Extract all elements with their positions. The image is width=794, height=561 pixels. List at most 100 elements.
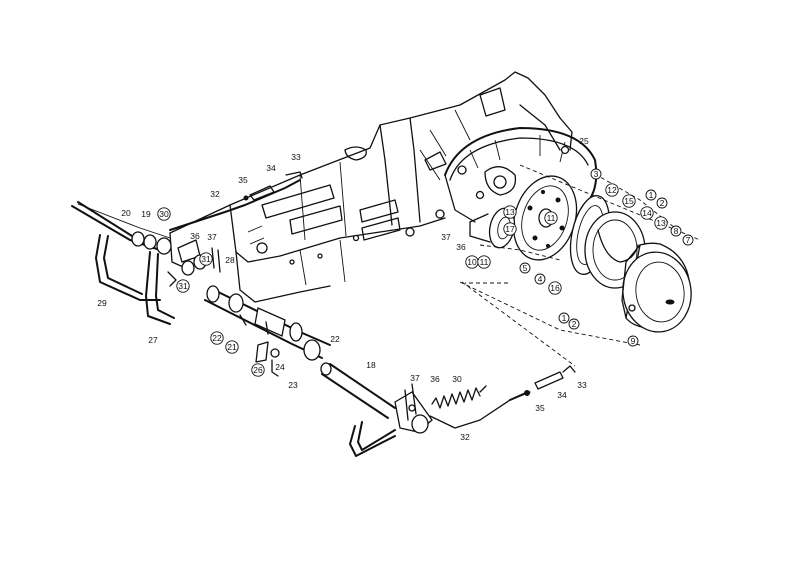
- callout-circle: [640, 206, 654, 220]
- callout-c19: 19: [141, 209, 151, 219]
- callout-number: 1: [562, 313, 567, 323]
- callout-number: 35: [238, 175, 248, 185]
- callout-number: 11: [480, 257, 489, 267]
- callout-number: 31: [201, 254, 211, 264]
- lower-pedal-shaft: [320, 362, 531, 457]
- callout-c10: 10: [465, 255, 479, 269]
- callout-c3: 3: [590, 168, 602, 180]
- callout-circle: [622, 194, 636, 208]
- callout-circle: [568, 318, 580, 330]
- callout-c32b: 32: [460, 432, 470, 442]
- callout-c14: 14: [640, 206, 654, 220]
- callout-number: 25: [579, 136, 589, 146]
- callout-c35a: 35: [238, 175, 248, 185]
- callout-number: 33: [291, 152, 301, 162]
- callout-number: 21: [227, 342, 237, 352]
- callout-circle: [548, 281, 562, 295]
- callout-circle: [654, 216, 668, 230]
- callout-circle: [558, 312, 570, 324]
- callout-c7: 7: [682, 234, 694, 246]
- callout-c37c: 37: [410, 373, 420, 383]
- callout-number: 27: [148, 335, 158, 345]
- callout-c36c: 36: [430, 374, 440, 384]
- callout-number: 33: [577, 380, 587, 390]
- callout-number: 26: [253, 365, 263, 375]
- callout-number: 36: [430, 374, 440, 384]
- callout-number: 29: [97, 298, 107, 308]
- callout-circle: [590, 168, 602, 180]
- callout-circle: [544, 211, 558, 225]
- callout-number: 16: [550, 283, 560, 293]
- callout-number: 18: [366, 360, 376, 370]
- callout-c2a: 2: [656, 197, 668, 209]
- flywheel-drum: [621, 242, 692, 333]
- lower-link-rod: [461, 281, 576, 401]
- callout-circle: [225, 340, 239, 354]
- callout-circle: [503, 222, 517, 236]
- callout-c11b: 11: [477, 255, 491, 269]
- callout-c34b: 34: [557, 390, 567, 400]
- callout-c13b: 13: [503, 205, 517, 219]
- callout-number: 13: [505, 207, 515, 217]
- callout-number: 37: [441, 232, 451, 242]
- callout-c5: 5: [519, 262, 531, 274]
- callout-number: 8: [674, 226, 679, 236]
- callout-c1b: 1: [558, 312, 570, 324]
- callout-number: 20: [121, 208, 131, 218]
- callout-circle: [519, 262, 531, 274]
- callout-c2b: 2: [568, 318, 580, 330]
- callout-c17: 17: [503, 222, 517, 236]
- callout-circle: [605, 183, 619, 197]
- callout-number: 4: [538, 274, 543, 284]
- callout-circle: [656, 197, 668, 209]
- callout-circle: [682, 234, 694, 246]
- callout-c18: 18: [366, 360, 376, 370]
- callout-number: 15: [624, 196, 634, 206]
- callout-c21: 21: [225, 340, 239, 354]
- callout-number: 10: [467, 257, 477, 267]
- callout-c34a: 34: [266, 163, 276, 173]
- callout-number: 37: [410, 373, 420, 383]
- callout-number: 34: [266, 163, 276, 173]
- return-spring: [431, 385, 487, 409]
- callout-circle: [251, 363, 265, 377]
- callout-c31b: 31: [176, 279, 190, 293]
- callout-circle: [534, 273, 546, 285]
- callout-c27: 27: [148, 335, 158, 345]
- callout-c4: 4: [534, 273, 546, 285]
- callout-number: 32: [460, 432, 470, 442]
- callout-c15: 15: [622, 194, 636, 208]
- upper-link-rod: [169, 171, 303, 231]
- callout-number: 1: [649, 190, 654, 200]
- pedal-assembly: [71, 201, 221, 325]
- callout-c28: 28: [225, 255, 235, 265]
- callout-circle: [157, 207, 171, 221]
- transmission-housing: [169, 71, 573, 303]
- callout-c23: 23: [288, 380, 298, 390]
- callout-c36b: 36: [190, 231, 200, 241]
- callout-circle: [645, 189, 657, 201]
- callout-number: 2: [660, 198, 665, 208]
- callout-c24: 24: [275, 362, 285, 372]
- callout-c29: 29: [97, 298, 107, 308]
- callout-number: 36: [190, 231, 200, 241]
- callout-circle: [210, 331, 224, 345]
- callout-number: 32: [210, 189, 220, 199]
- callout-c33b: 33: [577, 380, 587, 390]
- callout-c11: 11: [544, 211, 558, 225]
- callout-number: 5: [523, 263, 528, 273]
- callout-c31a: 31: [199, 252, 213, 266]
- callout-number: 2: [572, 319, 577, 329]
- callout-number: 11: [547, 213, 556, 223]
- callout-c1a: 1: [645, 189, 657, 201]
- callout-c33a: 33: [291, 152, 301, 162]
- callout-circle: [176, 279, 190, 293]
- callout-number: 9: [631, 336, 636, 346]
- callout-number: 17: [505, 224, 515, 234]
- callout-number: 30: [159, 209, 169, 219]
- callout-c16: 16: [548, 281, 562, 295]
- callout-c30a: 30: [157, 207, 171, 221]
- callout-number: 34: [557, 390, 567, 400]
